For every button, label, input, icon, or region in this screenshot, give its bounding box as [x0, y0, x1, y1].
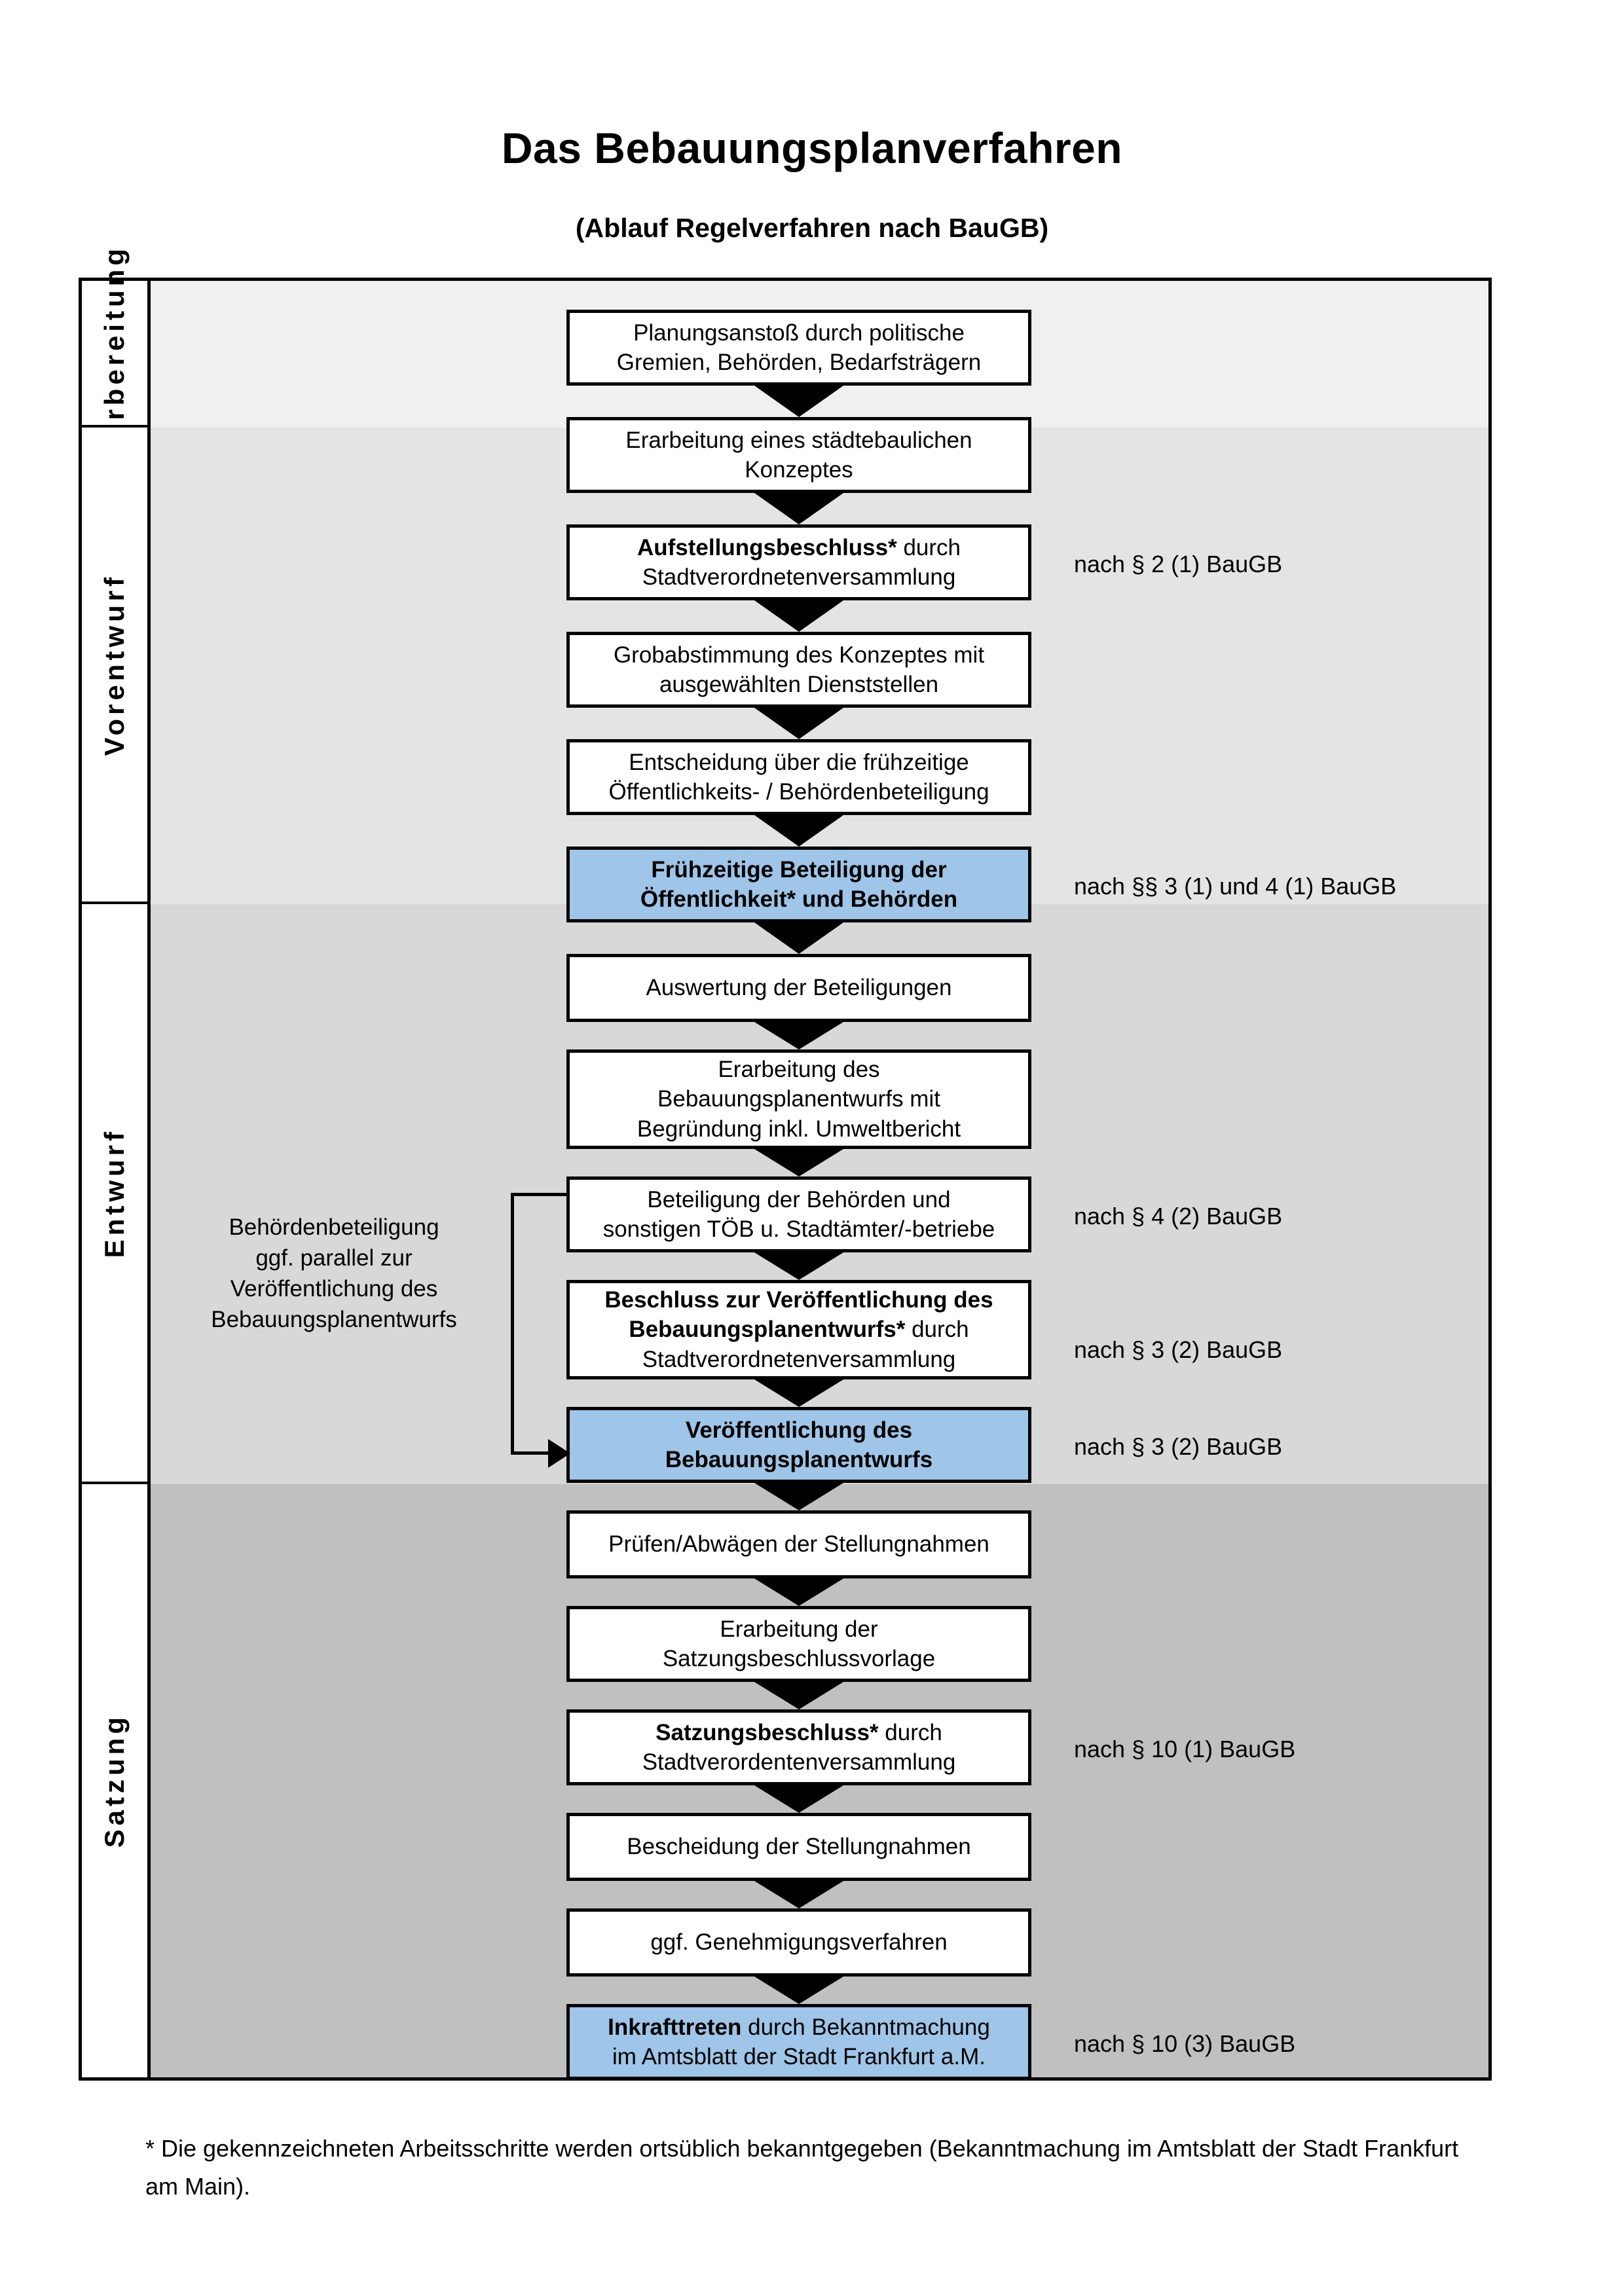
connector-arrow: [754, 815, 843, 847]
step-line: Erarbeitung eines städtebaulichen: [625, 427, 972, 453]
step-konzept[interactable]: Erarbeitung eines städtebaulichen Konzep…: [566, 417, 1031, 493]
step-line: Veröffentlichung des: [685, 1417, 913, 1443]
lane-label-text: Satzung: [99, 1713, 130, 1848]
step-line: Konzeptes: [745, 457, 853, 483]
bracket-vertical-segment: [511, 1193, 514, 1455]
reference-par4-2: nach § 4 (2) BauGB: [1074, 1203, 1283, 1230]
reference-par3-1-and-4-1: nach §§ 3 (1) und 4 (1) BauGB: [1074, 873, 1397, 900]
step-line: durch Bekanntmachung: [748, 2014, 990, 2040]
step-line: durch: [885, 1719, 942, 1745]
flowchart-frame: Vorbereitung Vorentwurf Entwurf Satzung …: [79, 245, 1492, 2081]
connector-arrow: [754, 1483, 843, 1510]
connector-arrow: [754, 600, 843, 632]
step-genehmigungsverfahren[interactable]: ggf. Genehmigungsverfahren: [566, 1908, 1031, 1977]
step-line: sonstigen TÖB u. Stadtämter/-betriebe: [602, 1216, 995, 1242]
step-line: Satzungsbeschlussvorlage: [662, 1646, 936, 1671]
step-line: Bescheidung der Stellungnahmen: [627, 1834, 971, 1860]
reference-par3-2-veroeffentlichung: nach § 3 (2) BauGB: [1074, 1433, 1283, 1460]
step-line: Auswertung der Beteiligungen: [646, 975, 952, 1001]
step-line: Öffentlichkeit* und Behörden: [640, 886, 958, 912]
step-satzungsbeschluss[interactable]: Satzungsbeschluss* durch Stadtverordente…: [566, 1709, 1031, 1785]
step-line: Frühzeitige Beteiligung der: [651, 856, 947, 883]
step-line: Stadtverordnetenversammlung: [642, 564, 956, 590]
lane-label-vorbereitung: Vorbereitung: [82, 245, 151, 461]
step-inkrafttreten[interactable]: Inkrafttreten durch Bekanntmachung im Am…: [566, 2004, 1031, 2080]
step-line: Beteiligung der Behörden und: [647, 1186, 951, 1212]
step-line: Entscheidung über die frühzeitige: [629, 749, 969, 775]
step-aufstellungsbeschluss[interactable]: Aufstellungsbeschluss* durch Stadtverord…: [566, 524, 1031, 600]
connector-arrow: [754, 1881, 843, 1908]
sidenote-behoerdenbeteiligung: Behördenbeteiligung ggf. parallel zur Ve…: [193, 1212, 475, 1336]
footnote: * Die gekennzeichneten Arbeitsschritte w…: [145, 2135, 1459, 2200]
step-line: durch: [903, 534, 961, 560]
step-line-bold: Bebauungsplanentwurfs*: [629, 1317, 906, 1343]
connector-arrow: [754, 1977, 843, 2004]
connector-arrow: [754, 708, 843, 739]
page-title: Das Bebauungsplanverfahren: [501, 124, 1123, 172]
step-entscheidung[interactable]: Entscheidung über die frühzeitige Öffent…: [566, 739, 1031, 815]
step-grobabstimmung[interactable]: Grobabstimmung des Konzeptes mit ausgewä…: [566, 632, 1031, 708]
connector-arrow: [754, 1785, 843, 1813]
lane-label-text: Vorentwurf: [99, 573, 130, 756]
step-line: Begründung inkl. Umweltbericht: [637, 1116, 961, 1142]
bracket-arrowhead-icon: [548, 1439, 570, 1468]
step-line-bold: Satzungsbeschluss*: [655, 1719, 879, 1745]
connector-arrow: [754, 1578, 843, 1606]
step-fruehzeitige-beteiligung[interactable]: Frühzeitige Beteiligung der Öffentlichke…: [566, 847, 1031, 922]
step-line: Grobabstimmung des Konzeptes mit: [613, 642, 985, 668]
step-veroeffentlichung[interactable]: Veröffentlichung des Bebauungsplanentwur…: [566, 1407, 1031, 1483]
step-line: Erarbeitung des: [718, 1056, 880, 1082]
step-line: Erarbeitung der: [720, 1616, 878, 1642]
reference-par10-3: nach § 10 (3) BauGB: [1074, 2030, 1296, 2057]
step-line-bold: Inkrafttreten: [608, 2014, 742, 2040]
step-line: Stadtverordentenversammlung: [642, 1749, 956, 1775]
step-line: Stadtverordnetenversammlung: [642, 1346, 956, 1372]
connector-arrow: [754, 1149, 843, 1176]
step-beteiligung-behoerden[interactable]: Beteiligung der Behörden und sonstigen T…: [566, 1176, 1031, 1252]
step-pruefen-abwaegen[interactable]: Prüfen/Abwägen der Stellungnahmen: [566, 1510, 1031, 1578]
reference-par3-2-beschluss: nach § 3 (2) BauGB: [1074, 1336, 1283, 1363]
connector-arrow: [754, 1379, 843, 1407]
reference-par2: nach § 2 (1) BauGB: [1074, 551, 1283, 577]
step-line: ausgewählten Dienststellen: [659, 672, 939, 697]
sidenote-line: Veröffentlichung des: [230, 1275, 438, 1302]
step-satzungsbeschlussvorlage[interactable]: Erarbeitung der Satzungsbeschlussvorlage: [566, 1606, 1031, 1682]
step-line: Prüfen/Abwägen der Stellungnahmen: [608, 1531, 989, 1558]
step-beschluss-veroeffentlichung[interactable]: Beschluss zur Veröffentlichung des Bebau…: [566, 1280, 1031, 1379]
step-bescheidung[interactable]: Bescheidung der Stellungnahmen: [566, 1813, 1031, 1881]
step-planungsanstoss[interactable]: Planungsanstoß durch politische Gremien,…: [566, 310, 1031, 386]
connector-arrow: [754, 1682, 843, 1709]
step-line: Bebauungsplanentwurfs mit: [657, 1086, 940, 1112]
connector-arrow: [754, 1252, 843, 1280]
step-erarbeitung-entwurf[interactable]: Erarbeitung des Bebauungsplanentwurfs mi…: [566, 1049, 1031, 1149]
sidenote-line: ggf. parallel zur: [255, 1245, 413, 1271]
step-line: Planungsanstoß durch politische: [633, 319, 965, 346]
bracket-top-segment: [511, 1193, 570, 1196]
step-line: Gremien, Behörden, Bedarfsträgern: [616, 350, 982, 375]
step-line-bold: Beschluss zur Veröffentlichung des: [604, 1286, 993, 1313]
page-subtitle: (Ablauf Regelverfahren nach BauGB): [575, 213, 1049, 243]
reference-par10-1: nach § 10 (1) BauGB: [1074, 1736, 1296, 1762]
lane-label-text: Entwurf: [99, 1127, 130, 1258]
step-line: ggf. Genehmigungsverfahren: [650, 1929, 948, 1956]
step-line: Öffentlichkeits- / Behördenbeteiligung: [608, 779, 989, 805]
connector-arrow: [754, 1022, 843, 1049]
step-auswertung[interactable]: Auswertung der Beteiligungen: [566, 954, 1031, 1022]
step-line-bold: Aufstellungsbeschluss*: [637, 534, 897, 560]
step-line: im Amtsblatt der Stadt Frankfurt a.M.: [612, 2044, 986, 2069]
sidenote-line: Behördenbeteiligung: [229, 1214, 439, 1240]
lane-label-vorentwurf: Vorentwurf: [82, 428, 151, 904]
connector-arrow: [754, 922, 843, 954]
step-line: Bebauungsplanentwurfs: [665, 1447, 933, 1472]
connector-arrow: [754, 493, 843, 524]
sidenote-line: Bebauungsplanentwurfs: [211, 1306, 457, 1332]
lane-label-satzung: Satzung: [82, 1484, 151, 2077]
bracket-bottom-segment: [511, 1451, 557, 1455]
lane-label-entwurf: Entwurf: [82, 904, 151, 1484]
connector-arrow: [754, 386, 843, 417]
